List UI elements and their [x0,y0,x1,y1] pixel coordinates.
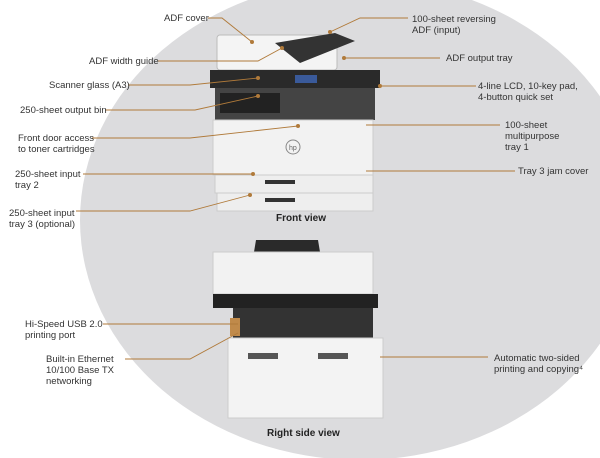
side-view-caption: Right side view [267,428,340,439]
callout-tray3-jam: Tray 3 jam cover [518,166,589,177]
callout-adf-input: 100-sheet reversing ADF (input) [412,14,496,36]
callout-adf-width-guide: ADF width guide [89,56,159,67]
callout-tray3: 250-sheet input tray 3 (optional) [9,208,76,230]
callout-adf-output: ADF output tray [446,53,513,64]
callout-ethernet: Built-in Ethernet 10/100 Base TX network… [46,354,114,387]
callout-scanner-glass: Scanner glass (A3) [49,80,130,91]
callout-output-bin: 250-sheet output bin [20,105,107,116]
callout-front-door: Front door access to toner cartridges [18,133,95,155]
callout-usb: Hi-Speed USB 2.0 printing port [25,319,103,341]
callout-adf-cover: ADF cover [164,13,209,24]
svg-text:hp: hp [289,145,297,152]
callout-duplex: Automatic two-sided printing and copying… [494,353,584,375]
callout-tray1: 100-sheet multipurpose tray 1 [505,120,560,153]
printer-front-view: hp [210,33,380,212]
printer-side-view [212,240,384,419]
front-view-caption: Front view [276,213,327,224]
callout-tray2: 250-sheet input tray 2 [15,169,81,191]
callout-lcd: 4-line LCD, 10-key pad, 4-button quick s… [478,81,578,103]
